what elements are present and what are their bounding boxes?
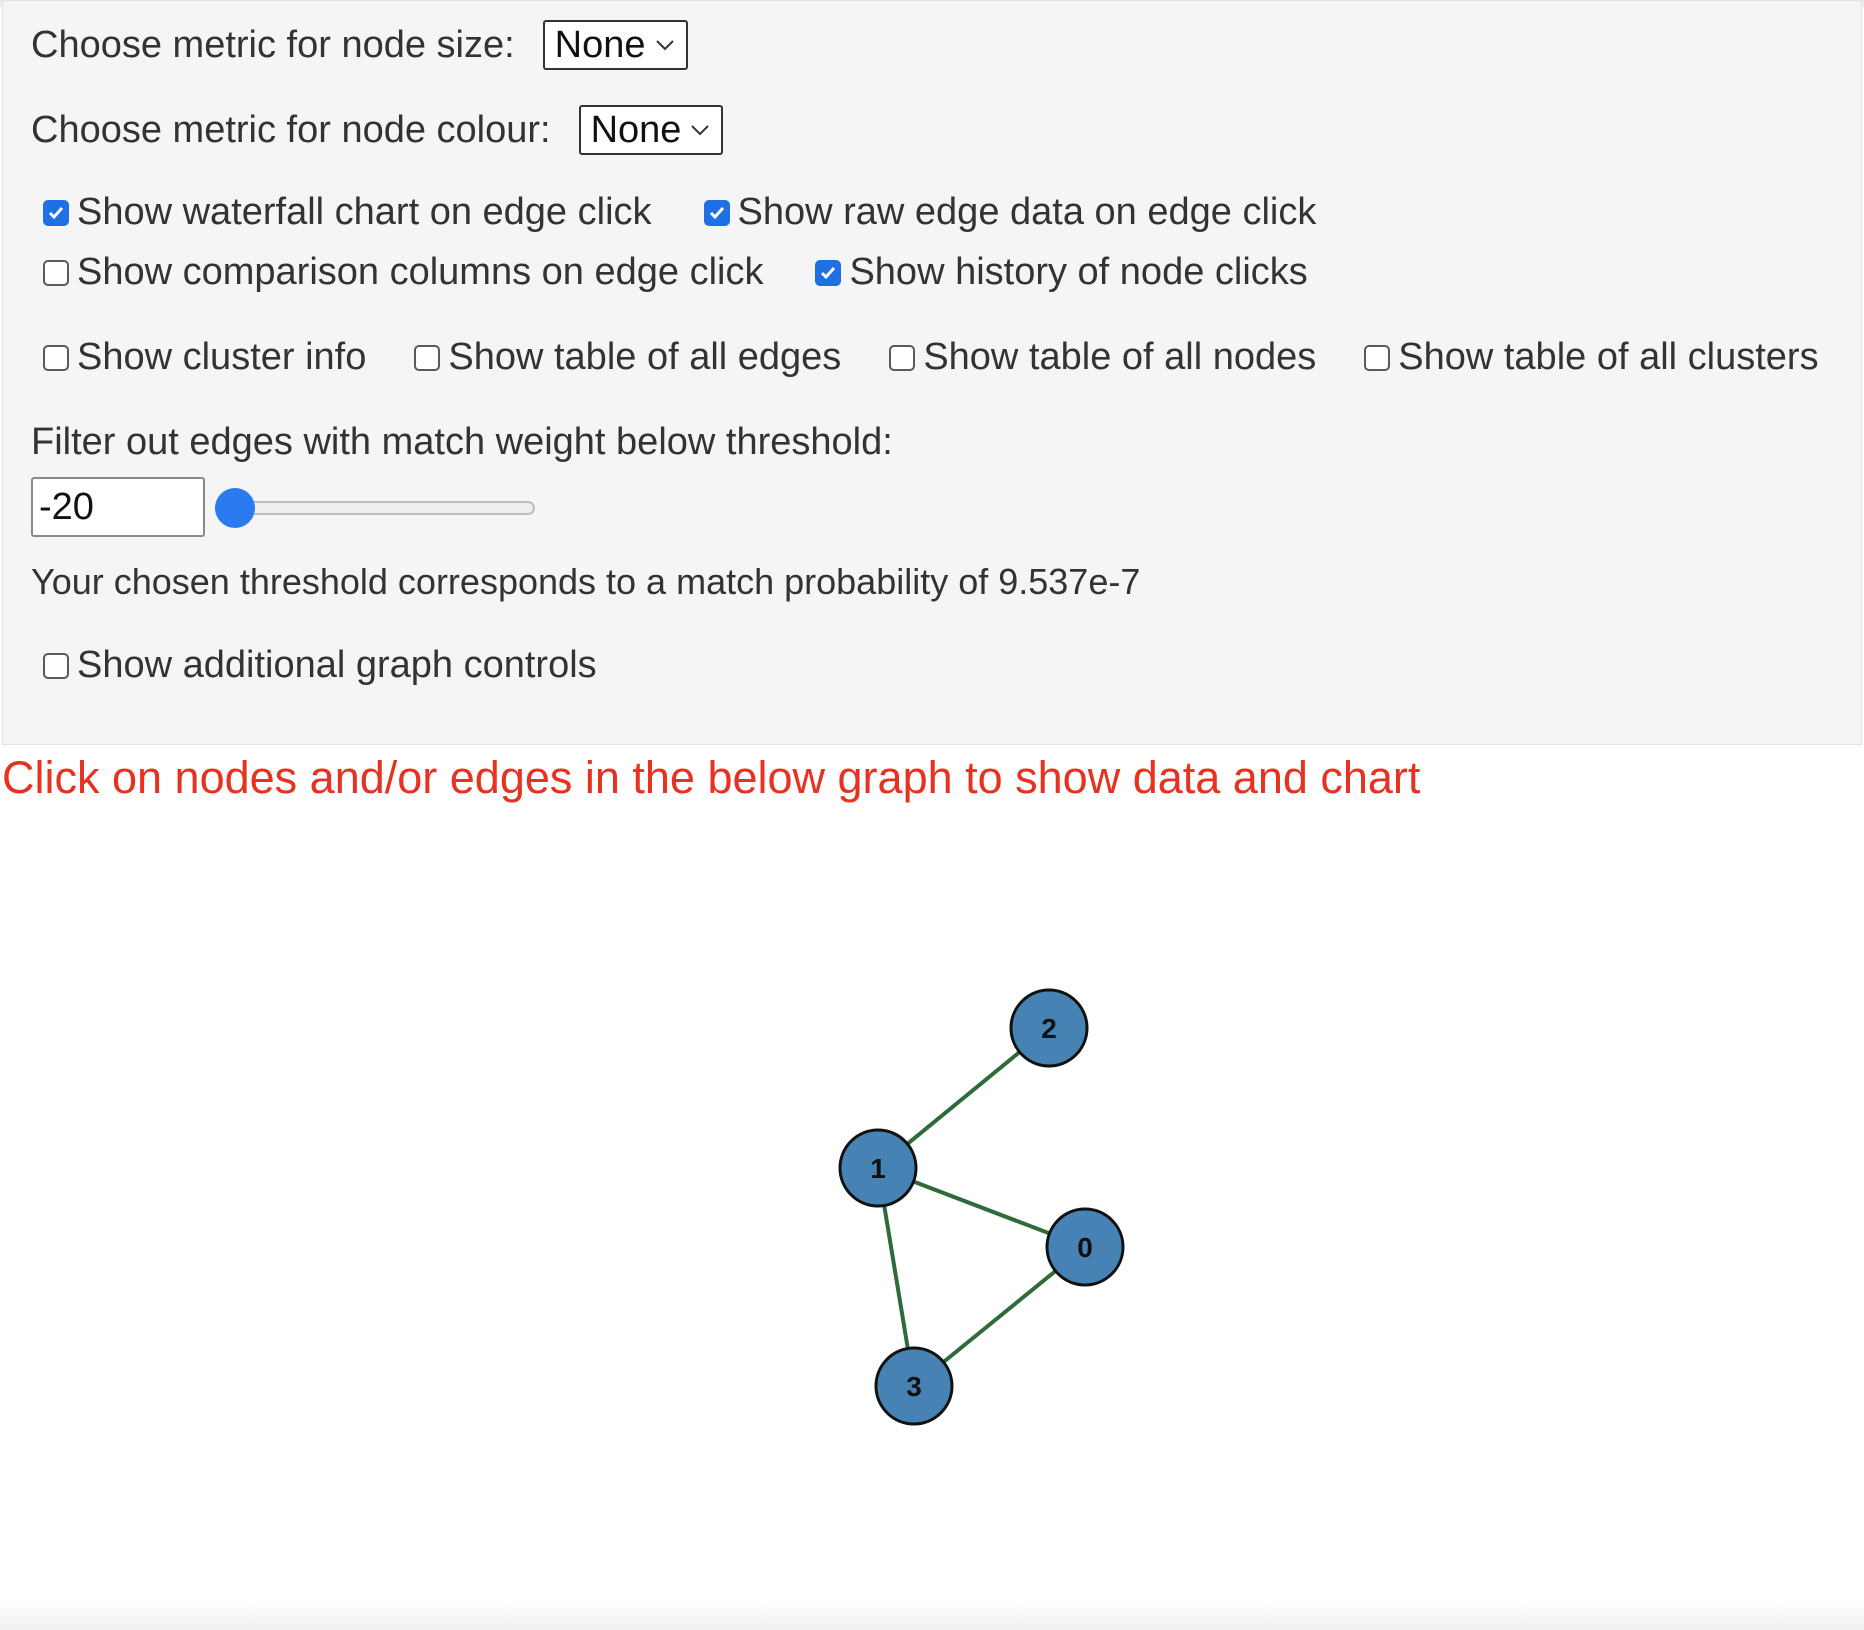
node-size-label: Choose metric for node size: (31, 23, 515, 66)
threshold-slider[interactable] (215, 487, 535, 528)
all-clusters-checkbox[interactable] (1364, 344, 1391, 371)
threshold-label-row: Filter out edges with match weight below… (31, 421, 893, 464)
graph-node-circle[interactable] (874, 1346, 954, 1426)
controls-panel: Choose metric for node size: None Choose… (2, 0, 1862, 745)
all-edges-checkbox-label: Show table of all edges (448, 336, 842, 378)
node-colour-select[interactable]: None (578, 105, 724, 155)
comparison-columns-checkbox-label: Show comparison columns on edge click (77, 251, 764, 293)
comparison-columns-checkbox-option[interactable]: Show comparison columns on edge click (31, 251, 763, 294)
all-nodes-checkbox-label: Show table of all nodes (923, 336, 1317, 378)
all-edges-checkbox[interactable] (414, 344, 441, 371)
probability-text: Your chosen threshold corresponds to a m… (31, 561, 1141, 602)
cluster-info-checkbox-option[interactable]: Show cluster info (31, 336, 366, 379)
probability-row: Your chosen threshold corresponds to a m… (31, 561, 1140, 603)
node-colour-row: Choose metric for node colour: None (31, 105, 724, 155)
additional-controls-checkbox-option[interactable]: Show additional graph controls (31, 644, 597, 687)
waterfall-checkbox-label: Show waterfall chart on edge click (77, 191, 652, 233)
graph-node-0[interactable]: 0 (1045, 1207, 1125, 1287)
all-nodes-checkbox-option[interactable]: Show table of all nodes (877, 336, 1316, 379)
threshold-input-row (31, 477, 535, 537)
graph-node-circle[interactable] (1009, 988, 1089, 1068)
node-colour-label: Choose metric for node colour: (31, 108, 551, 151)
graph-node-label: 3 (906, 1371, 922, 1402)
comparison-columns-checkbox[interactable] (43, 259, 69, 286)
graph-node-label: 2 (1041, 1013, 1057, 1044)
node-size-selected: None (554, 23, 646, 66)
nodes-layer: 0 1 2 3 (838, 988, 1125, 1426)
all-clusters-checkbox-label: Show table of all clusters (1398, 336, 1819, 378)
check-icon (48, 206, 64, 219)
node-size-row: Choose metric for node size: None (31, 20, 688, 70)
raw-edge-checkbox[interactable] (703, 199, 730, 226)
chevron-down-icon (655, 40, 674, 51)
node-colour-selected: None (590, 108, 682, 151)
instruction-text: Click on nodes and/or edges in the below… (2, 752, 1421, 803)
node-history-checkbox-option[interactable]: Show history of node clicks (803, 251, 1308, 294)
checkbox-row-3: Show cluster info Show table of all edge… (31, 336, 1819, 379)
additional-controls-checkbox[interactable] (43, 652, 69, 679)
checkbox-row-1: Show waterfall chart on edge click Show … (31, 191, 1352, 234)
cluster-info-checkbox[interactable] (43, 344, 69, 371)
waterfall-checkbox-option[interactable]: Show waterfall chart on edge click (31, 191, 652, 234)
check-icon (821, 266, 836, 279)
raw-edge-checkbox-label: Show raw edge data on edge click (737, 191, 1317, 233)
cluster-info-checkbox-label: Show cluster info (77, 336, 367, 378)
slider-track (215, 501, 535, 515)
threshold-input[interactable] (31, 477, 205, 537)
check-icon (709, 206, 724, 219)
raw-edge-checkbox-option[interactable]: Show raw edge data on edge click (692, 191, 1317, 234)
threshold-label: Filter out edges with match weight below… (31, 421, 893, 463)
checkbox-row-2: Show comparison columns on edge click Sh… (31, 251, 1344, 294)
all-clusters-checkbox-option[interactable]: Show table of all clusters (1352, 336, 1819, 379)
slider-thumb[interactable] (215, 488, 255, 528)
graph-node-circle[interactable] (1045, 1207, 1125, 1287)
network-graph[interactable]: 0 1 2 3 (0, 840, 1864, 1600)
graph-node-2[interactable]: 2 (1009, 988, 1089, 1068)
node-size-select[interactable]: None (542, 20, 688, 70)
graph-node-3[interactable]: 3 (874, 1346, 954, 1426)
bottom-shade (0, 1600, 1864, 1630)
waterfall-checkbox[interactable] (43, 199, 69, 226)
graph-node-circle[interactable] (838, 1128, 918, 1208)
additional-controls-row: Show additional graph controls (31, 644, 633, 687)
chevron-down-icon (691, 125, 710, 136)
additional-controls-checkbox-label: Show additional graph controls (77, 644, 597, 686)
graph-node-label: 0 (1077, 1232, 1093, 1263)
all-edges-checkbox-option[interactable]: Show table of all edges (402, 336, 841, 379)
all-nodes-checkbox[interactable] (889, 344, 916, 371)
graph-node-1[interactable]: 1 (838, 1128, 918, 1208)
graph-node-label: 1 (870, 1153, 886, 1184)
edges-layer (876, 1026, 1087, 1388)
node-history-checkbox-label: Show history of node clicks (849, 251, 1308, 293)
node-history-checkbox[interactable] (815, 259, 842, 286)
